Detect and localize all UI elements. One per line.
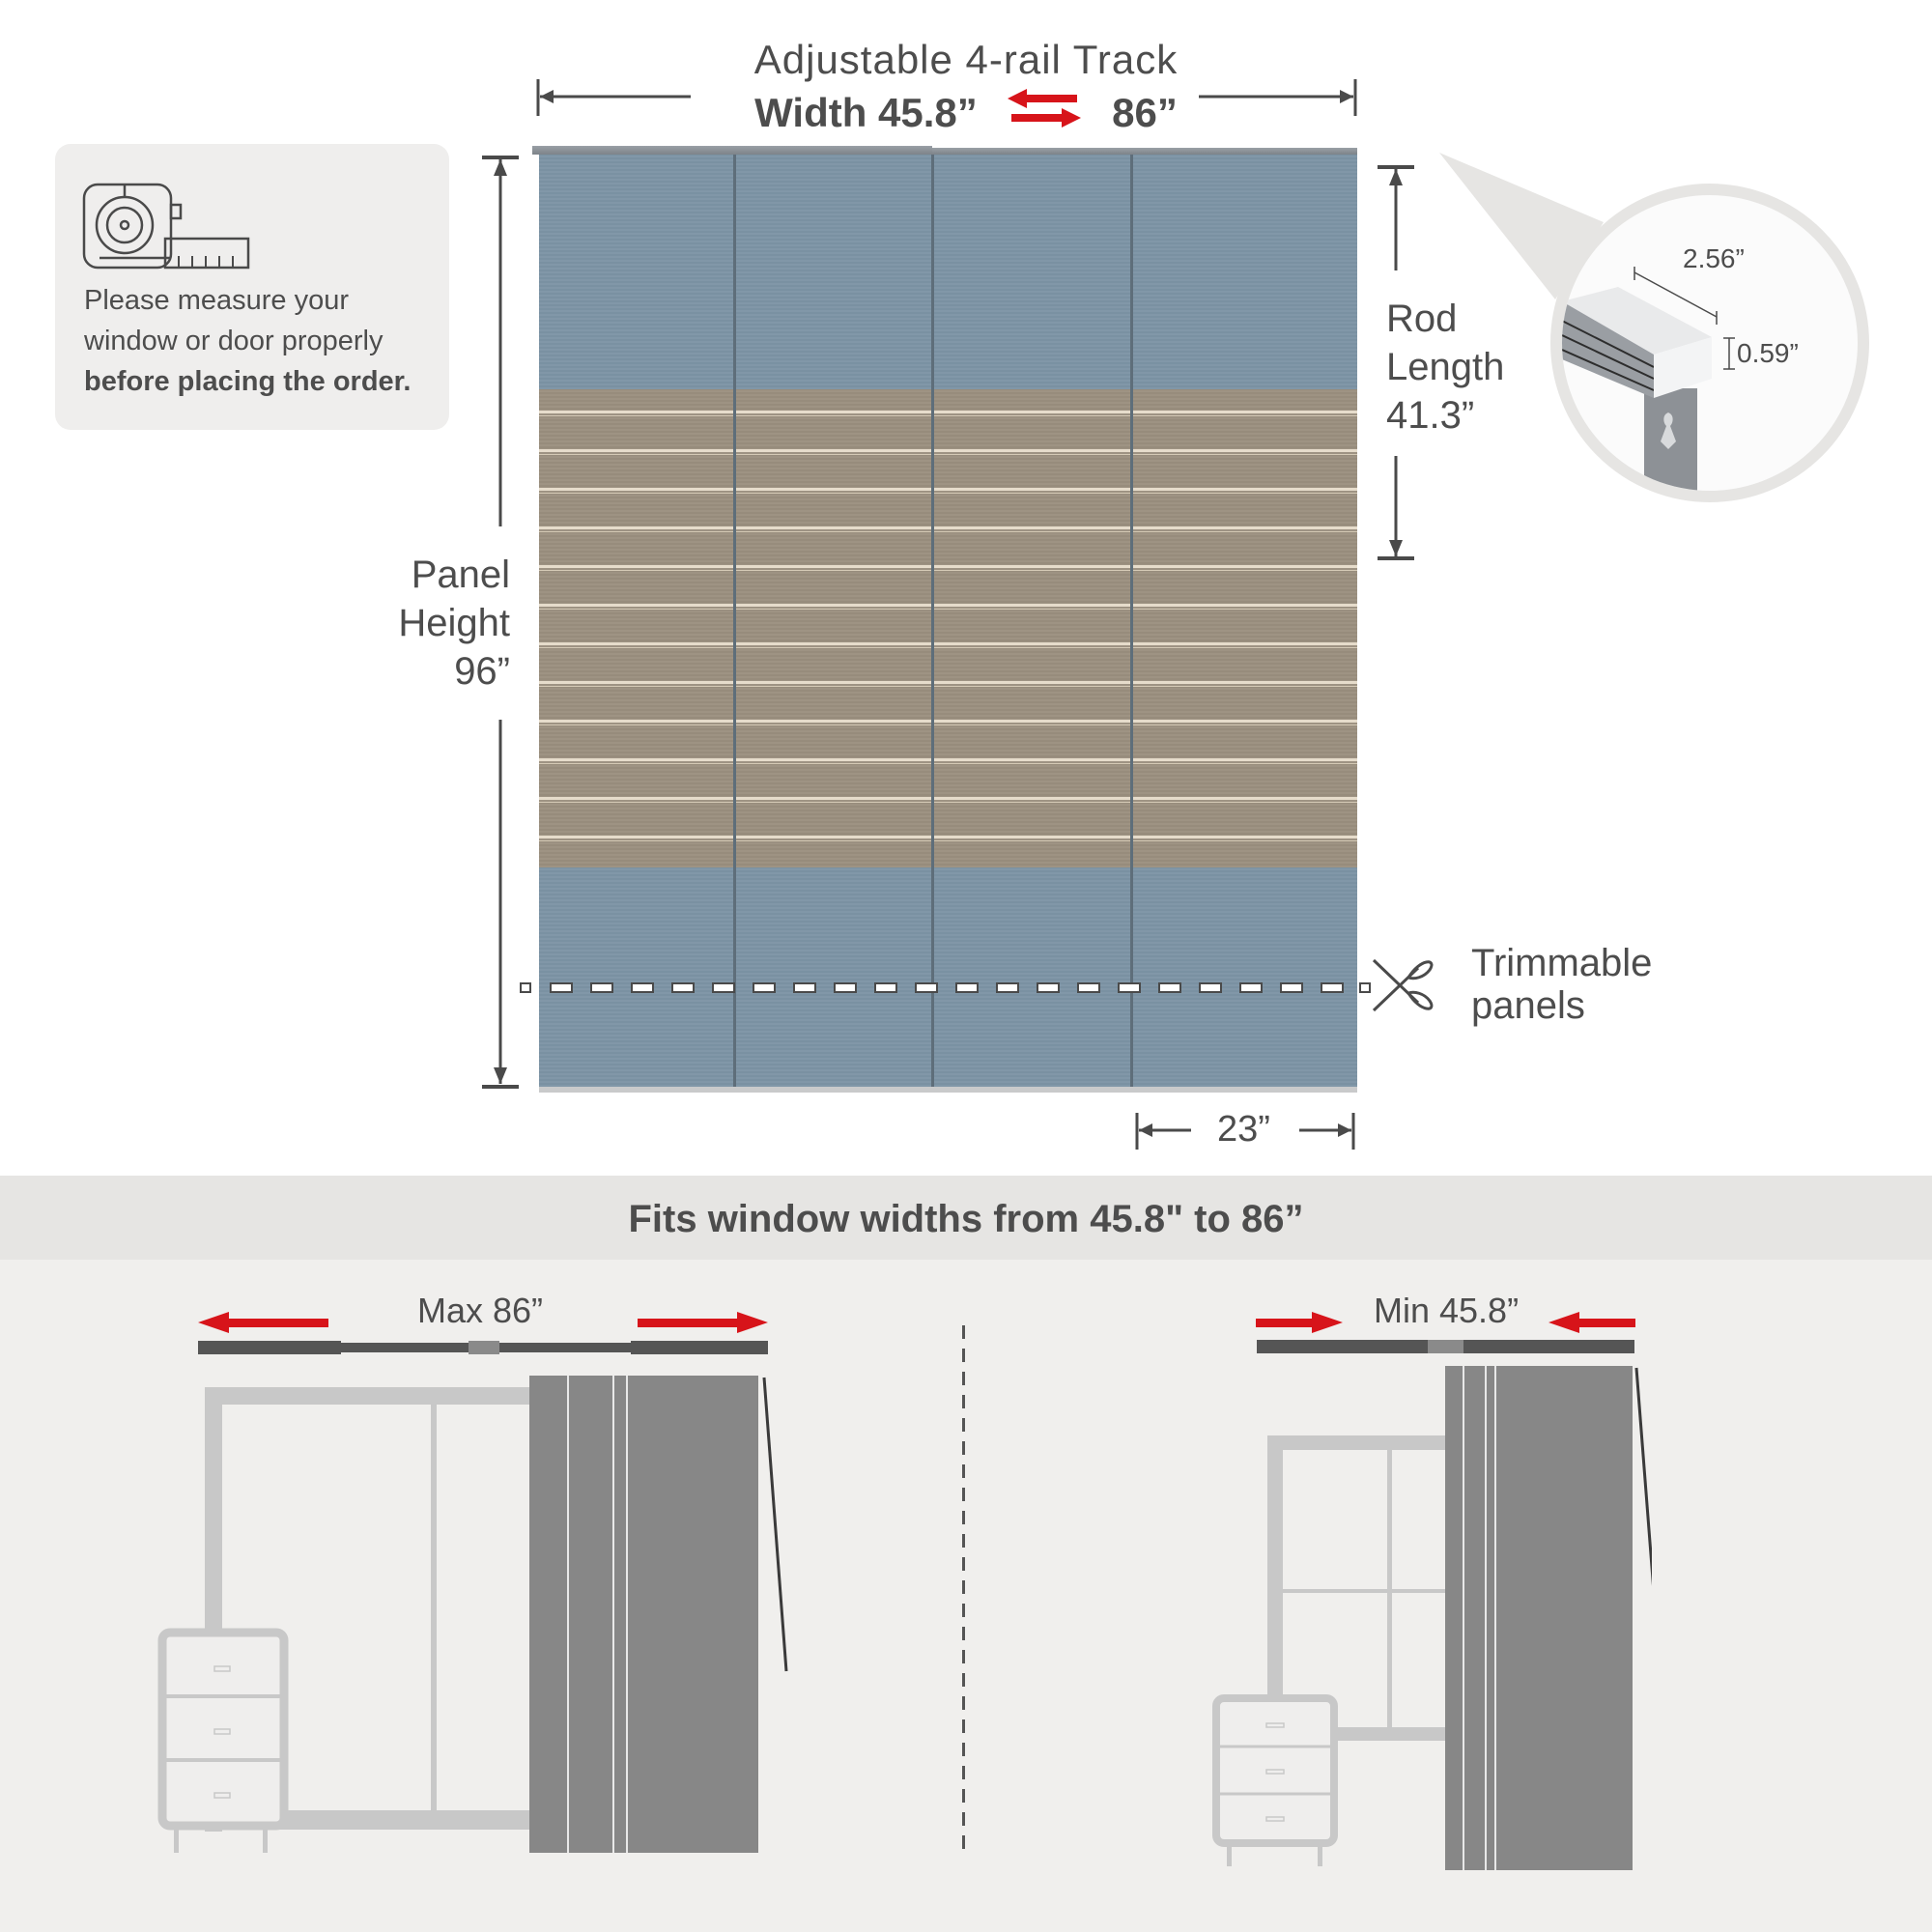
- callout-pointer: [1439, 145, 1633, 314]
- tape-measure-icon: [82, 183, 251, 276]
- rod-length-word2: Length: [1386, 346, 1505, 388]
- rod-length-word1: Rod: [1386, 298, 1458, 340]
- expand-right-arrow-icon: [638, 1312, 768, 1338]
- fabric-panel-1: [539, 155, 735, 1093]
- min-track-rod: [1257, 1340, 1634, 1353]
- rail-depth-value: 2.56”: [1683, 243, 1745, 273]
- rod-length-value: 41.3”: [1386, 394, 1475, 437]
- min-width-label: Min 45.8”: [1374, 1291, 1520, 1330]
- measure-tip-line1: Please measure your: [84, 285, 350, 316]
- fabric-panel-2: [735, 155, 933, 1093]
- measure-tip-line2: window or door properly: [84, 326, 384, 356]
- panel-width-arrow: [1135, 1109, 1357, 1153]
- window-illustration: [1198, 1364, 1658, 1886]
- rod-length-label: Rod Length 41.3”: [1386, 295, 1504, 440]
- fabric-panel-3: [933, 155, 1132, 1093]
- rod-length-arrow: [1374, 164, 1418, 562]
- rail-detail-callout: 2.56” 0.59”: [1550, 184, 1869, 502]
- fits-banner: [0, 1176, 1932, 1260]
- track-title: Adjustable 4-rail Track: [753, 37, 1179, 82]
- width-prefix: Width: [754, 89, 867, 135]
- panel-height-arrow: [478, 155, 523, 1092]
- track-rail-right: [932, 148, 1357, 155]
- scissors-icon: [1370, 956, 1437, 1019]
- measure-tip-text: Please measure your window or door prope…: [84, 280, 411, 402]
- max-track-rod: [198, 1341, 768, 1354]
- max-width-label: Max 86”: [417, 1291, 544, 1330]
- trimmable-word2: panels: [1471, 984, 1585, 1027]
- trimmable-word1: Trimmable: [1471, 942, 1653, 984]
- panel-height-word1: Panel: [411, 554, 510, 596]
- width-dimension-arrow: [536, 75, 1357, 120]
- panel-seam: [1130, 155, 1133, 1087]
- trimmable-label: Trimmable panels: [1471, 942, 1652, 1027]
- expand-left-arrow-icon: [198, 1312, 328, 1338]
- rail-height-value: 0.59”: [1737, 338, 1799, 368]
- width-range: Width 45.8” 86”: [0, 87, 1932, 137]
- panel-seam: [733, 155, 736, 1087]
- contract-right-arrow-icon: [1256, 1312, 1343, 1338]
- fits-banner-text: Fits window widths from 45.8" to 86”: [628, 1198, 1304, 1240]
- panel-height-word2: Height: [398, 602, 510, 644]
- panel-width-value: 23”: [1217, 1109, 1270, 1150]
- contract-left-arrow-icon: [1548, 1312, 1635, 1338]
- sliding-door-illustration: [155, 1372, 792, 1884]
- track-rail-left: [532, 146, 932, 155]
- panel-height-label: Panel Height 96”: [348, 551, 510, 696]
- measure-tip-line3: before placing the order.: [84, 366, 412, 397]
- examples-divider: [962, 1325, 965, 1857]
- trim-cut-line: [520, 981, 1375, 995]
- measure-tip-card: [55, 144, 449, 430]
- width-min: 45.8”: [878, 89, 978, 135]
- panel-seam: [931, 155, 934, 1087]
- width-max: 86”: [1112, 89, 1178, 135]
- swap-arrows-icon: [1008, 88, 1082, 137]
- fabric-panel-4: [1132, 155, 1357, 1093]
- panel-height-value: 96”: [454, 650, 510, 693]
